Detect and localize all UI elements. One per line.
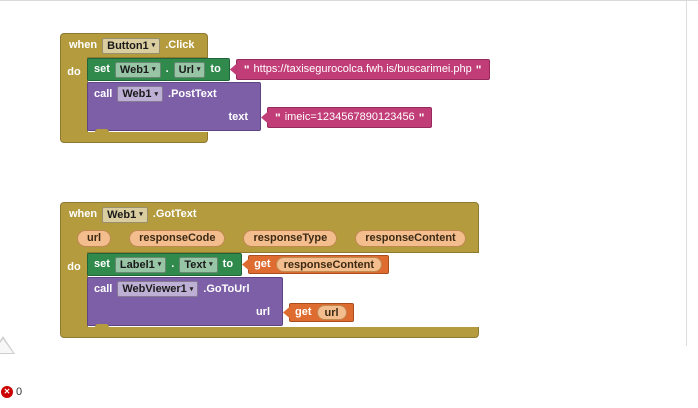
variable-pill-responsecontent[interactable]: responseContent xyxy=(275,257,383,272)
dot-label: . xyxy=(165,63,169,75)
close-quote-icon: " xyxy=(475,62,482,77)
do-label: do xyxy=(67,66,81,78)
block-plug xyxy=(229,63,237,76)
set-label: set xyxy=(94,63,110,75)
dot-label: . xyxy=(171,258,175,270)
chevron-down-icon: ▾ xyxy=(151,42,156,49)
block-plug xyxy=(261,111,268,124)
property-dropdown-text[interactable]: Text ▾ xyxy=(179,256,218,273)
event-block-footer xyxy=(60,129,208,143)
component-dropdown-label1[interactable]: Label1 ▾ xyxy=(114,256,167,273)
do-slot: do xyxy=(60,57,88,133)
event-block-footer xyxy=(60,324,479,338)
chevron-down-icon: ▾ xyxy=(139,211,143,218)
dropdown-value: Web1 xyxy=(119,63,150,76)
do-slot: do xyxy=(60,252,88,328)
call-label: call xyxy=(94,87,113,100)
open-quote-icon: " xyxy=(243,62,250,77)
component-dropdown-web1[interactable]: Web1 ▾ xyxy=(117,86,164,102)
param-pill-responsetype[interactable]: responseType xyxy=(243,229,338,247)
property-dropdown-url[interactable]: Url ▾ xyxy=(173,61,206,78)
param-pill-responsecontent[interactable]: responseContent xyxy=(355,229,466,247)
error-count-label: 0 xyxy=(16,385,23,398)
component-dropdown-web1[interactable]: Web1 ▾ xyxy=(114,61,161,78)
warning-triangle-fill xyxy=(0,339,13,353)
chevron-down-icon: ▾ xyxy=(154,90,159,98)
text-string-block-url[interactable]: " https://taxisegurocolca.fwh.is/buscari… xyxy=(235,59,490,80)
call-label: call xyxy=(94,282,113,295)
chevron-down-icon: ▾ xyxy=(157,261,162,268)
error-counter[interactable]: ✕ 0 xyxy=(1,386,22,398)
call-webviewer1-gotourl-block[interactable]: call WebViewer1 ▾ .GoToUrl url xyxy=(87,277,283,326)
dropdown-value: WebViewer1 xyxy=(122,283,187,295)
open-quote-icon: " xyxy=(275,110,281,125)
get-label: get xyxy=(254,258,271,270)
when-label: when xyxy=(69,208,98,220)
top-divider xyxy=(0,0,698,1)
string-value[interactable]: imeic=1234567890123456 xyxy=(284,111,415,123)
connector-bump xyxy=(95,129,109,133)
component-dropdown-button1[interactable]: Button1 ▾ xyxy=(102,37,161,54)
call-web1-posttext-block[interactable]: call Web1 ▾ .PostText text xyxy=(87,82,261,131)
chevron-down-icon: ▾ xyxy=(209,261,213,268)
method-name-label: .PostText xyxy=(168,87,217,100)
when-button1-click-block[interactable]: when Button1 ▾ .Click do set Web1 xyxy=(60,33,490,143)
event-block-header[interactable]: when Button1 ▾ .Click xyxy=(60,33,208,58)
right-divider xyxy=(686,0,687,346)
when-label: when xyxy=(69,39,98,51)
error-icon[interactable]: ✕ xyxy=(1,386,13,398)
block-plug xyxy=(242,258,250,271)
chevron-down-icon: ▾ xyxy=(152,66,156,73)
event-name-label: .Click xyxy=(165,39,195,51)
arg-text-label: text xyxy=(228,111,248,123)
to-label: to xyxy=(210,63,221,75)
method-name-label: .GoToUrl xyxy=(203,282,250,295)
get-responsecontent-block[interactable]: get responseContent xyxy=(248,255,390,274)
component-dropdown-webviewer1[interactable]: WebViewer1 ▾ xyxy=(117,281,199,297)
block-plug xyxy=(283,306,290,319)
dropdown-value: Label1 xyxy=(119,258,155,271)
event-block-header[interactable]: when Web1 ▾ .GotText url responseCode re… xyxy=(60,202,479,253)
when-web1-gottext-block[interactable]: when Web1 ▾ .GotText url responseCode re… xyxy=(60,202,479,338)
component-dropdown-web1[interactable]: Web1 ▾ xyxy=(102,206,148,223)
do-label: do xyxy=(67,261,81,273)
param-pill-url[interactable]: url xyxy=(77,229,112,247)
param-pill-responsecode[interactable]: responseCode xyxy=(129,229,226,247)
get-label: get xyxy=(295,306,312,318)
arg-url-label: url xyxy=(255,306,270,318)
to-label: to xyxy=(222,258,234,270)
set-label1-text-block[interactable]: set Label1 ▾ . Text ▾ to xyxy=(87,253,243,276)
event-name-label: .GotText xyxy=(152,208,197,220)
dropdown-value: Text xyxy=(184,258,207,271)
dropdown-value: Url xyxy=(178,63,194,76)
set-web1-url-block[interactable]: set Web1 ▾ . Url ▾ to xyxy=(87,58,230,81)
connector-bump xyxy=(95,324,109,328)
chevron-down-icon: ▾ xyxy=(189,285,194,293)
set-label: set xyxy=(94,258,110,270)
warning-triangle-icon[interactable] xyxy=(0,336,15,354)
get-url-block[interactable]: get url xyxy=(289,303,354,322)
dropdown-value: Button1 xyxy=(107,39,149,52)
variable-pill-url[interactable]: url xyxy=(316,305,347,320)
close-quote-icon: " xyxy=(418,110,425,125)
string-value[interactable]: https://taxisegurocolca.fwh.is/buscarime… xyxy=(253,63,472,75)
chevron-down-icon: ▾ xyxy=(196,66,201,73)
dropdown-value: Web1 xyxy=(122,88,152,100)
dropdown-value: Web1 xyxy=(107,208,137,221)
text-string-block-imei[interactable]: " imeic=1234567890123456 " xyxy=(267,107,433,128)
